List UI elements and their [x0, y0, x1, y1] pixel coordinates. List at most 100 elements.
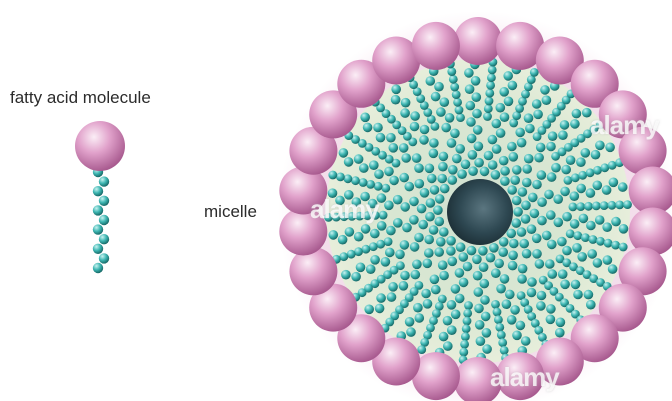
tail-atom: [425, 212, 435, 222]
tail-atom: [389, 143, 399, 153]
watermark: alamy: [310, 196, 379, 222]
tail-atom: [345, 227, 355, 237]
tail-atom: [491, 268, 501, 278]
tail-atom: [530, 209, 540, 219]
tail-atom: [329, 230, 339, 240]
tail-atom: [522, 164, 532, 174]
tail-atom: [420, 125, 430, 135]
tail-atom: [435, 194, 445, 204]
tail-atom: [455, 144, 465, 154]
tail-atom: [370, 255, 380, 265]
tail-atom: [431, 285, 441, 295]
tail-atom: [374, 169, 384, 179]
tail-atom: [508, 251, 518, 261]
tail-atom: [389, 176, 399, 186]
tail-atom: [463, 317, 472, 326]
tail-atom: [448, 257, 458, 267]
tail-atom: [447, 67, 456, 76]
tail-atom: [500, 274, 510, 284]
tail-atom: [512, 331, 522, 341]
tail-atom: [401, 153, 411, 163]
tail-atom: [605, 143, 615, 153]
tail-atom: [537, 197, 547, 207]
micelle-center: [447, 179, 513, 245]
tail-atom: [556, 318, 566, 328]
tail-atom: [374, 182, 383, 191]
tail-atom: [492, 144, 502, 154]
tail-atom: [498, 247, 508, 257]
tail-atom: [547, 240, 557, 250]
tail-atom: [482, 328, 492, 338]
tail-atom: [369, 160, 379, 170]
tail-atom: [447, 325, 457, 335]
tail-atom: [439, 332, 449, 342]
tail-atom: [619, 224, 629, 234]
tail-atom: [430, 185, 440, 195]
tail-atom: [537, 170, 547, 180]
tail-atom: [405, 182, 415, 192]
tail-atom: [400, 108, 410, 118]
tail-atom: [534, 153, 544, 163]
tail-atom: [429, 225, 439, 235]
tail-atom: [459, 348, 468, 357]
tail-atom: [492, 119, 502, 129]
tail-atom: [464, 68, 474, 78]
tail-atom: [366, 264, 376, 274]
tail-atom: [440, 97, 450, 107]
tail-atom: [545, 259, 555, 269]
tail-atom: [576, 184, 586, 194]
tail-atom: [553, 194, 563, 204]
tail-atom: [484, 104, 493, 113]
tail-atom: [439, 227, 449, 237]
tail-atom: [581, 148, 591, 158]
tail-atom: [507, 142, 517, 152]
tail-atom: [524, 154, 534, 164]
tail-atom: [512, 196, 522, 206]
tail-atom: [93, 224, 103, 234]
tail-atom: [510, 305, 520, 315]
tail-atom: [381, 257, 391, 267]
tail-atom: [446, 236, 456, 246]
tail-atom: [488, 66, 497, 75]
tail-atom: [435, 217, 445, 227]
tail-atom: [425, 164, 435, 174]
tail-atom: [443, 341, 453, 351]
tail-atom: [99, 176, 109, 186]
tail-atom: [522, 178, 532, 188]
tail-atom: [406, 327, 416, 337]
tail-atom: [427, 174, 437, 184]
tail-atom: [499, 87, 509, 97]
tail-atom: [479, 262, 489, 272]
tail-atom: [463, 262, 473, 272]
tail-atom: [586, 188, 596, 198]
tail-atom: [473, 125, 483, 135]
tail-atom: [500, 112, 510, 122]
tail-atom: [344, 157, 354, 167]
tail-atom: [581, 233, 590, 242]
tail-atom: [375, 304, 385, 314]
tail-atom: [521, 201, 531, 211]
tail-atom: [544, 190, 554, 200]
tail-atom: [386, 133, 396, 143]
tail-atom: [388, 282, 398, 292]
tail-atom: [467, 134, 477, 144]
tail-atom: [488, 135, 498, 145]
tail-atom: [602, 185, 612, 195]
tail-atom: [455, 106, 464, 115]
tail-atom: [533, 110, 543, 120]
tail-atom: [405, 317, 415, 327]
tail-atom: [595, 141, 605, 151]
tail-atom: [400, 271, 410, 281]
micelle-label: micelle: [204, 203, 257, 220]
tail-atom: [542, 95, 552, 105]
tail-atom: [499, 237, 509, 247]
tail-atom: [570, 119, 580, 129]
tail-atom: [560, 280, 570, 290]
tail-atom: [476, 336, 486, 346]
tail-atom: [558, 130, 568, 140]
tail-atom: [400, 202, 410, 212]
watermark: alamy: [490, 364, 559, 390]
tail-atom: [440, 184, 450, 194]
tail-atom: [424, 248, 434, 258]
tail-atom: [399, 143, 409, 153]
